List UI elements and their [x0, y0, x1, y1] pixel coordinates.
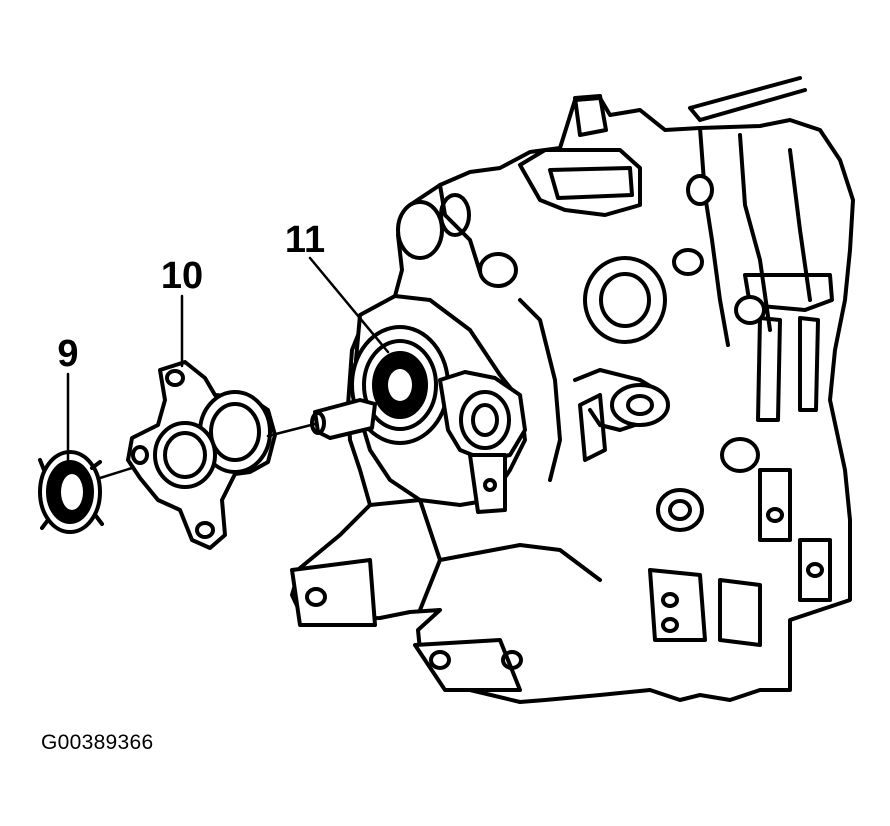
callout-11: 11	[285, 219, 325, 261]
seal-ring-icon	[38, 450, 104, 534]
callout-leaders	[66, 256, 390, 462]
assembly-axis-lines	[98, 422, 317, 480]
bearing-bore-icon	[310, 325, 527, 514]
figure-caption: G00389366	[41, 731, 154, 754]
transmission-case-icon	[290, 76, 855, 704]
flange-housing-icon	[126, 360, 277, 550]
callout-10: 10	[161, 255, 203, 297]
callout-9: 9	[57, 333, 78, 375]
